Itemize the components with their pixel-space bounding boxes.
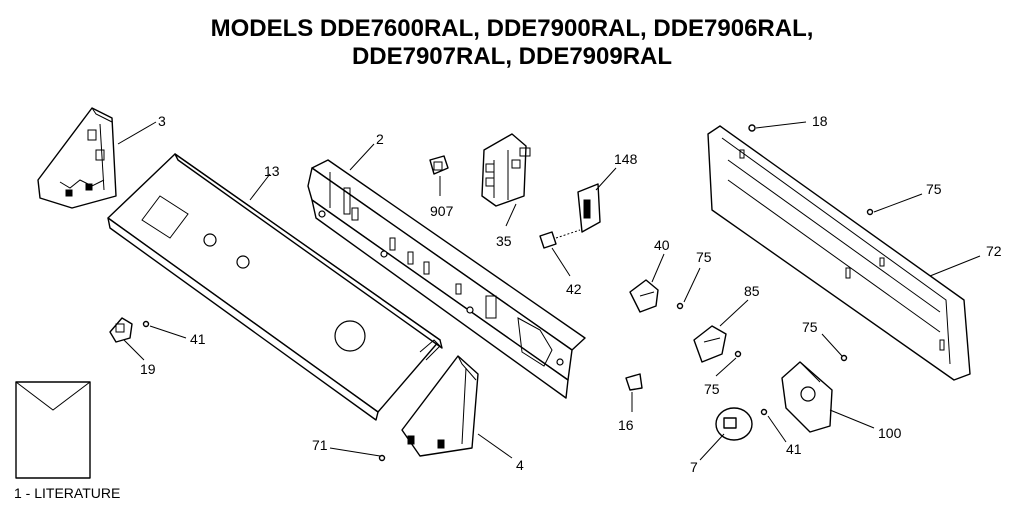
callout-75-d: 75 [704, 381, 720, 397]
callout-7: 7 [690, 459, 698, 475]
callout-75-c: 75 [802, 319, 818, 335]
title-line-2: DDE7907RAL, DDE7909RAL [352, 43, 672, 70]
part-18-screw [748, 124, 756, 132]
part-19-bracket [109, 317, 133, 343]
part-35-switch-assembly [481, 133, 531, 207]
part-71-screw [378, 454, 386, 462]
callout-35: 35 [496, 233, 512, 249]
part-100-timer [781, 361, 833, 433]
callout-13: 13 [264, 163, 280, 179]
callout-42: 42 [566, 281, 582, 297]
part-75-screw-d [734, 350, 742, 358]
part-41-screw-b [760, 408, 768, 416]
callout-2: 2 [376, 131, 384, 147]
callout-907: 907 [430, 203, 454, 219]
part-75-screw-c [840, 354, 848, 362]
callout-148: 148 [614, 151, 638, 167]
part-4-end-cap-right [401, 355, 479, 457]
part-3-end-cap-left [37, 107, 117, 209]
literature-label: 1 - LITERATURE [14, 485, 120, 501]
callout-72: 72 [986, 243, 1002, 259]
part-75-screw-a [676, 302, 684, 310]
literature-envelope-icon [15, 381, 91, 479]
callout-85: 85 [744, 283, 760, 299]
part-75-screw-b [866, 208, 874, 216]
part-40-switch [629, 279, 659, 313]
part-2-mounting-bracket [307, 159, 586, 399]
callout-4: 4 [516, 457, 524, 473]
callout-75-a: 75 [696, 249, 712, 265]
callout-41-b: 41 [786, 441, 802, 457]
part-16-clip [625, 373, 643, 391]
callout-71: 71 [312, 437, 328, 453]
part-41-screw-a [142, 320, 150, 328]
part-72-rear-panel [707, 125, 971, 381]
leader-lines [117, 121, 981, 461]
callout-18: 18 [812, 113, 828, 129]
part-907-knob-insert [429, 155, 449, 175]
part-42-switch [539, 229, 581, 249]
callout-3: 3 [158, 113, 166, 129]
callout-19: 19 [140, 361, 156, 377]
part-85-switch [693, 325, 727, 363]
callout-75-b: 75 [926, 181, 942, 197]
callout-41-a: 41 [190, 331, 206, 347]
callout-16: 16 [618, 417, 634, 433]
callout-40: 40 [654, 237, 670, 253]
part-148-bracket [577, 183, 601, 233]
part-7-knob [715, 407, 753, 441]
part-13-control-panel [107, 153, 443, 421]
callout-100: 100 [878, 425, 902, 441]
title-line-1: MODELS DDE7600RAL, DDE7900RAL, DDE7906RA… [211, 15, 814, 42]
